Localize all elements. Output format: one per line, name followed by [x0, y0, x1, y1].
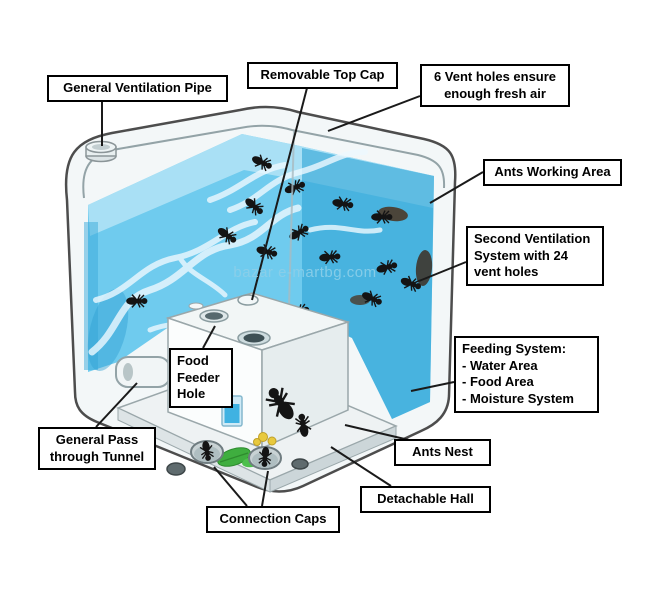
- label-general-ventilation-pipe: General Ventilation Pipe: [47, 75, 228, 102]
- leader-lines: [95, 87, 484, 507]
- vent-pipe: [85, 140, 117, 163]
- connection-cap: [166, 462, 186, 476]
- label-vent-holes: 6 Vent holes ensure enough fresh air: [420, 64, 570, 108]
- label-general-pass-tunnel: General Pass through Tunnel: [38, 427, 156, 471]
- watermark: bazar e-martbg.com: [233, 264, 377, 281]
- label-connection-caps: Connection Caps: [206, 506, 340, 533]
- label-detachable-hall: Detachable Hall: [360, 486, 491, 513]
- food-eggs: [253, 432, 277, 446]
- label-ants-nest: Ants Nest: [394, 439, 491, 466]
- label-removable-top-cap: Removable Top Cap: [247, 62, 398, 89]
- container-rim: [82, 124, 446, 199]
- feeder-holes: [188, 302, 271, 346]
- label-feeding-system: Feeding System: - Water Area - Food Area…: [454, 336, 599, 413]
- connection-cap: [291, 458, 309, 470]
- label-ants-working-area: Ants Working Area: [483, 159, 622, 186]
- gel-shade-left: [84, 222, 98, 370]
- pass-tunnel: [115, 356, 171, 388]
- connection-holes: [166, 438, 309, 476]
- top-cap-disk: [237, 294, 259, 306]
- label-second-ventilation: Second Ventilation System with 24 vent h…: [466, 226, 604, 286]
- label-food-feeder-hole: Food Feeder Hole: [169, 348, 233, 408]
